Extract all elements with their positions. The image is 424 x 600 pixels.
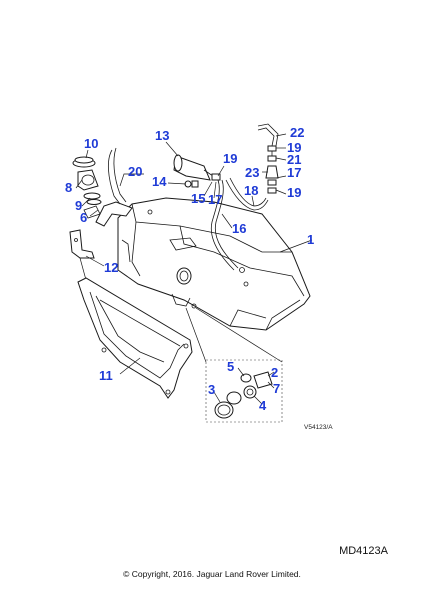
callout-9: 9 [75, 198, 82, 213]
callout-18: 18 [244, 183, 258, 198]
callout-23: 23 [245, 165, 259, 180]
callout-22: 22 [290, 125, 304, 140]
callout-15: 15 [191, 191, 205, 206]
vent-hose-16 [210, 179, 239, 271]
callout-4: 4 [259, 398, 267, 413]
callout-21: 21 [287, 152, 301, 167]
callout-6: 6 [80, 210, 87, 225]
sender-detail-box: V54123/A [185, 307, 333, 431]
callout-17-b: 17 [287, 165, 301, 180]
fitting-14 [184, 180, 199, 188]
callout-13: 13 [155, 128, 169, 143]
callout-14: 14 [152, 174, 167, 189]
callout-19-c: 19 [287, 185, 301, 200]
detail-ref: V54123/A [304, 424, 333, 431]
tank-cradle [77, 277, 193, 399]
filler-hose [83, 147, 133, 227]
filler-cap-assembly [72, 156, 102, 205]
callout-11: 11 [99, 368, 113, 383]
callout-19-a: 19 [223, 151, 237, 166]
callout-2: 2 [271, 365, 278, 380]
callout-8: 8 [65, 180, 72, 195]
fuel-tank [117, 197, 311, 331]
callout-17-a: 17 [208, 192, 222, 207]
callout-7: 7 [273, 381, 280, 396]
callout-3: 3 [208, 382, 215, 397]
callout-20: 20 [128, 164, 142, 179]
callout-5: 5 [227, 359, 234, 374]
callout-1: 1 [307, 232, 314, 247]
callout-10: 10 [84, 136, 98, 151]
leader-lines [75, 133, 313, 405]
callout-19-b: 19 [287, 140, 301, 155]
vent-pipe-22 [257, 123, 279, 194]
bracket [69, 229, 95, 281]
vapour-canister [173, 154, 221, 181]
callouts: 1 2 3 4 5 6 7 8 9 10 11 12 13 14 15 16 1… [65, 125, 314, 413]
drawing-code: MD4123A [339, 545, 388, 557]
copyright-notice: © Copyright, 2016. Jaguar Land Rover Lim… [123, 569, 301, 579]
callout-16: 16 [232, 221, 246, 236]
callout-12: 12 [104, 260, 118, 275]
